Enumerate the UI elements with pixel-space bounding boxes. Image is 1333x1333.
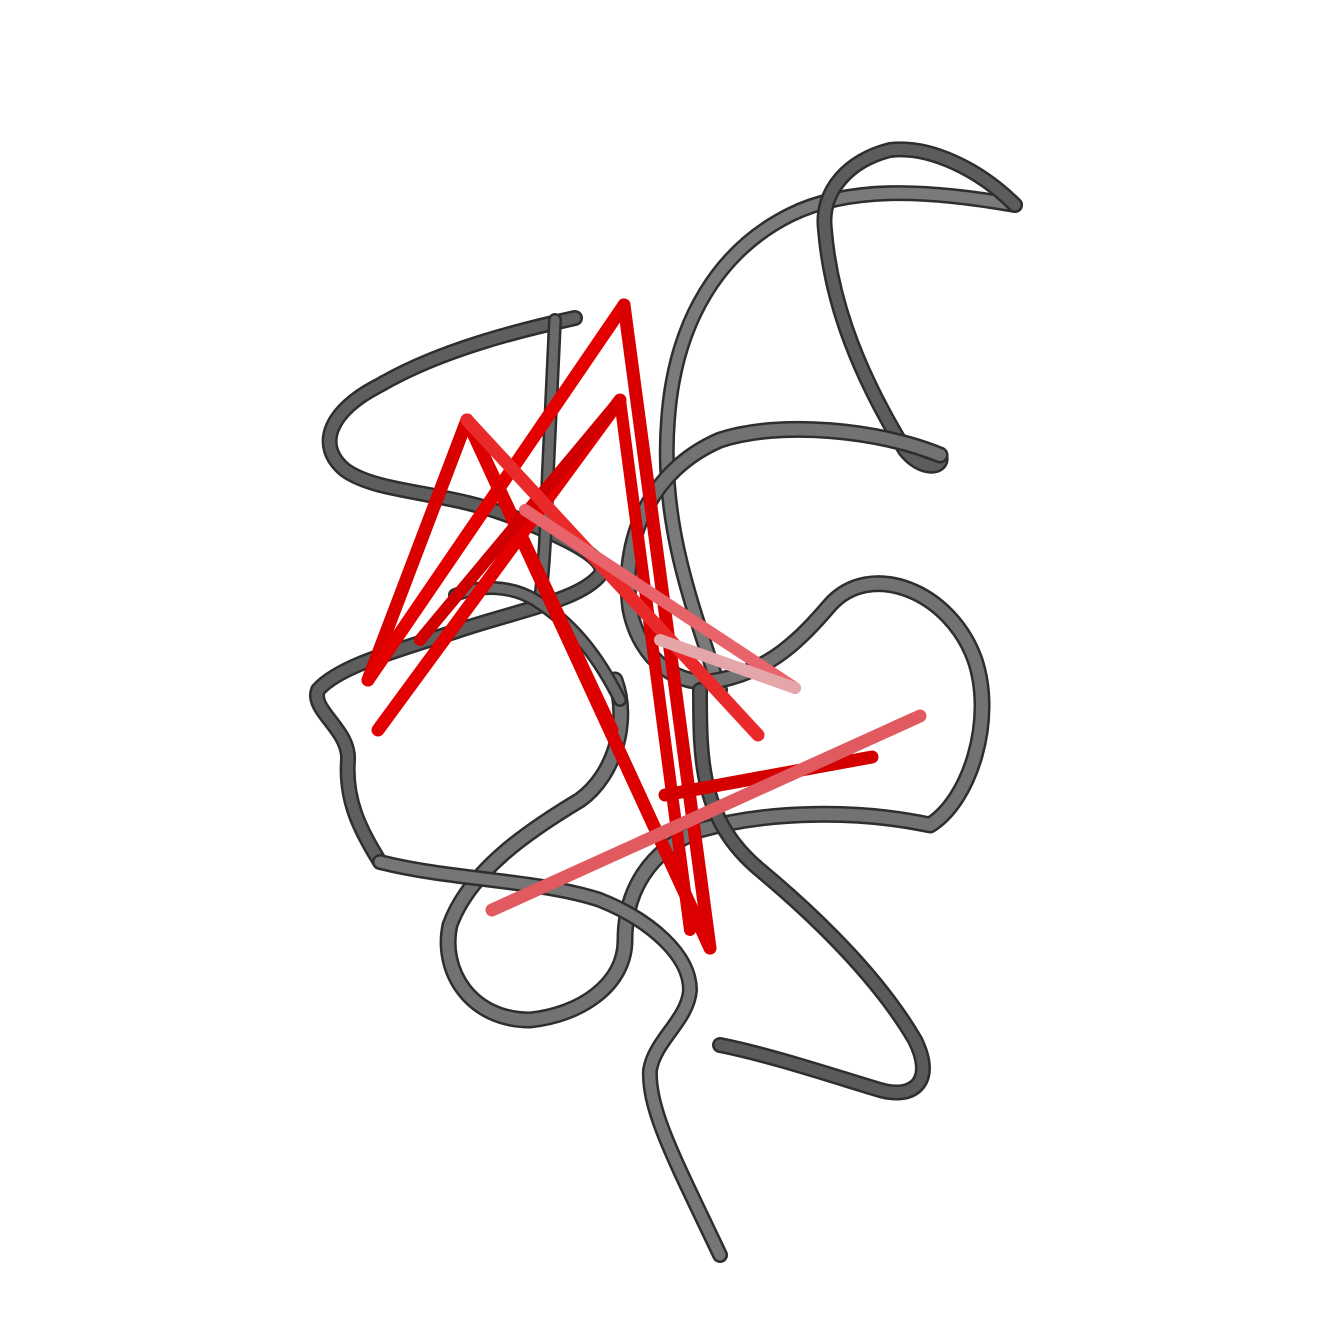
contact-rods [361,298,927,955]
rod-bond [617,298,717,955]
rod-bond [614,394,696,936]
rod-bond [460,413,765,742]
rod-bond [361,413,474,687]
rod-bond [654,634,801,694]
rod-bond [519,504,801,694]
protein-backbone-ribbon [309,141,1023,1263]
rod-bond [658,750,879,802]
ribbon-segment-lower-right [692,682,931,1101]
ribbon-segment-top-loop [658,141,1023,698]
rod-bond [414,394,626,646]
ribbon-segment-bottom-tail [372,581,728,1263]
rod-bond [460,413,717,955]
rod-bond [485,709,927,917]
